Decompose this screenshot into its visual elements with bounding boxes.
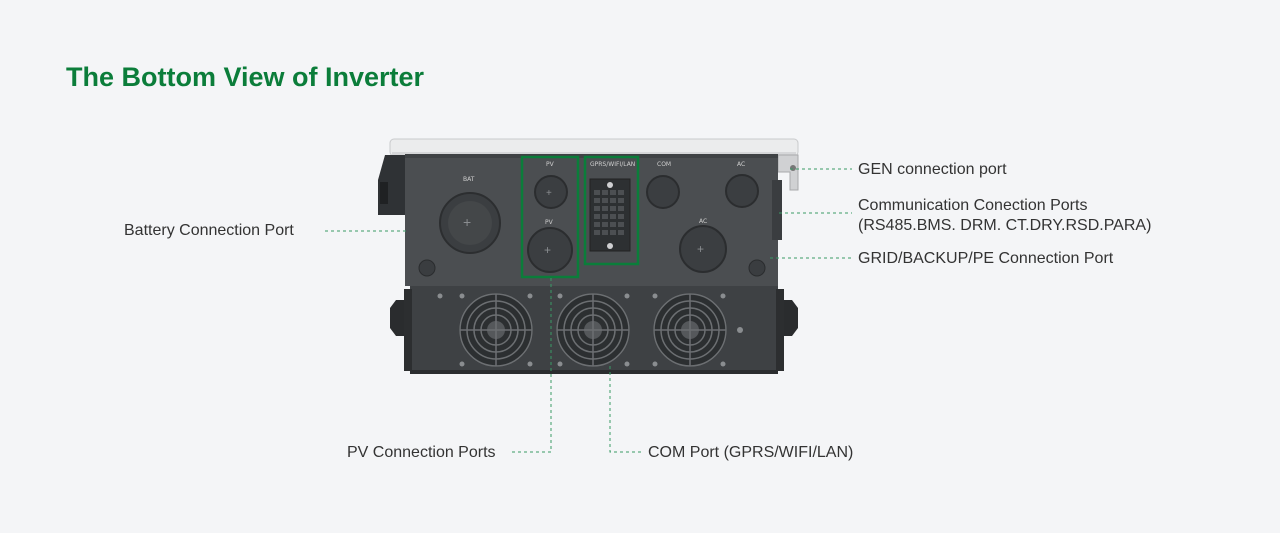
right-bottom-bracket [784,300,798,336]
fan-screws [437,293,743,367]
gprs-marking: GPRS/WIFI/LAN [590,161,635,168]
fan-1 [459,293,533,367]
pv-callout: PV Connection Ports [347,444,496,461]
pv-port-top [534,175,568,209]
svg-text:+: + [463,214,471,230]
com-port [646,175,680,209]
com-port-callout: COM Port (GPRS/WIFI/LAN) [648,444,854,461]
grid-callout: GRID/BACKUP/PE Connection Port [858,250,1114,267]
svg-text:+: + [697,242,704,256]
gprs-highlight-box [583,155,640,266]
ac-top-marking: AC [737,161,745,168]
fan-2 [556,293,630,367]
gen-callout: GEN connection port [858,161,1007,178]
communication-callout-line2: (RS485.BMS. DRM. CT.DRY.RSD.PARA) [858,217,1152,234]
bat-marking: BAT [463,176,475,183]
ac-port-bottom [679,225,727,273]
svg-text:+: + [546,188,552,199]
svg-text:+: + [544,243,551,257]
ac-bottom-marking: AC [699,218,707,225]
communication-callout-line1: Communication Conection Ports [858,197,1088,214]
com-marking: COM [657,161,671,168]
pv-port-bottom [527,227,573,273]
leader-lines [325,168,852,453]
left-bottom-bracket [390,300,404,336]
fan-3 [653,293,727,367]
pv-top-marking: PV [546,161,555,168]
ac-port-top [725,174,759,208]
page-title: The Bottom View of Inverter [66,62,425,92]
pv-highlight-box [520,155,580,279]
gprs-vents [594,190,624,235]
battery-callout: Battery Connection Port [124,222,294,239]
pv-bottom-marking: PV [545,219,554,226]
